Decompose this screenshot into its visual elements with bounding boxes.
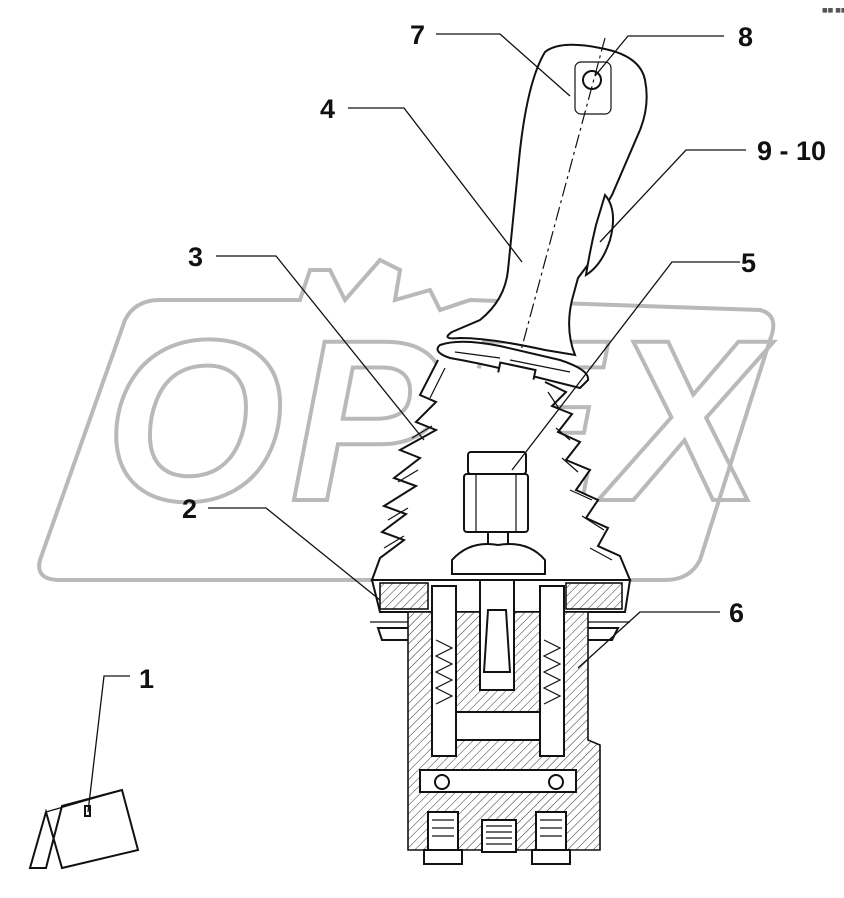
callout-3: 3 <box>188 242 203 272</box>
callout-1: 1 <box>139 664 154 694</box>
callout-6: 6 <box>729 598 744 628</box>
callout-5: 5 <box>741 248 756 278</box>
callout-4: 4 <box>320 94 335 124</box>
shaft-nut <box>451 451 546 575</box>
leader-lines <box>87 33 746 813</box>
corner-mark: ■■ ■■ <box>822 7 844 14</box>
callout-2: 2 <box>182 494 197 524</box>
callout-8: 8 <box>738 22 753 52</box>
handle-grip <box>446 37 648 411</box>
callout-7: 7 <box>410 20 425 50</box>
part-1-label-tent <box>28 788 140 870</box>
valve-body <box>407 579 601 865</box>
callout-9-10: 9 - 10 <box>757 136 826 166</box>
